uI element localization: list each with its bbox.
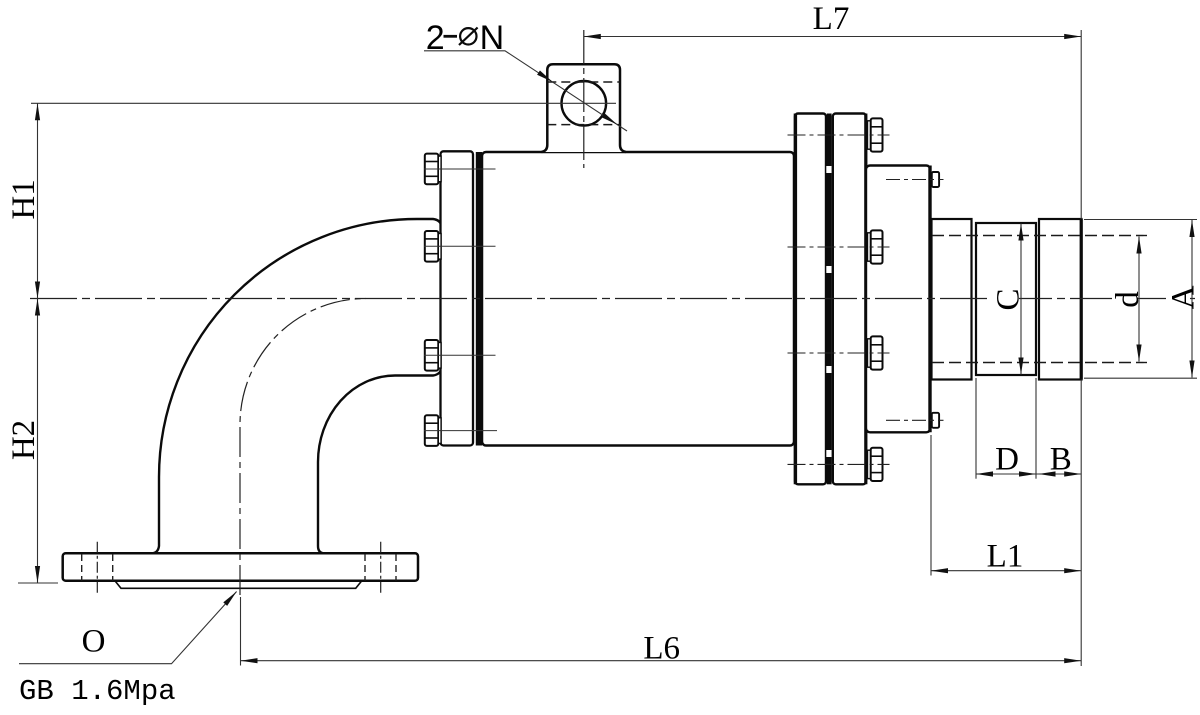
svg-text:2: 2 <box>426 19 445 57</box>
svg-text:H1: H1 <box>6 179 42 219</box>
svg-text:L1: L1 <box>987 539 1024 575</box>
svg-text:L6: L6 <box>643 631 680 667</box>
svg-text:N: N <box>480 19 505 57</box>
svg-text:C: C <box>991 288 1027 310</box>
svg-text:L7: L7 <box>813 1 850 37</box>
svg-text:O: O <box>82 624 106 660</box>
svg-text:GB 1.6Mpa: GB 1.6Mpa <box>19 675 176 708</box>
svg-text:A: A <box>1166 285 1200 309</box>
svg-text:B: B <box>1050 442 1072 478</box>
svg-text:H2: H2 <box>6 420 42 460</box>
svg-text:d: d <box>1110 291 1146 308</box>
svg-text:D: D <box>995 442 1019 478</box>
